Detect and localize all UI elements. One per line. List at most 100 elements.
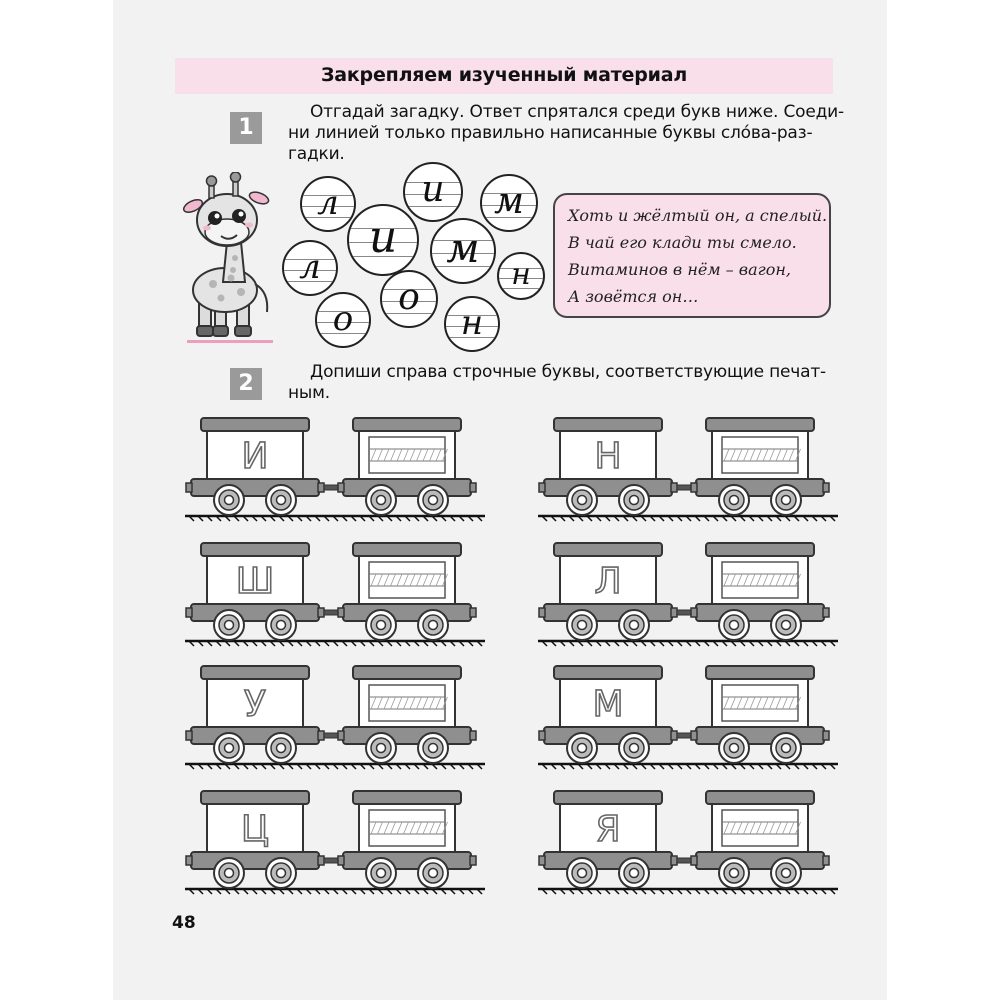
circle-letter: м [494, 180, 524, 222]
wagon-chassis [695, 478, 825, 497]
wagon-chassis [543, 603, 673, 622]
letter-circle[interactable]: о [380, 270, 438, 328]
wheel [566, 857, 598, 889]
guide-line [317, 310, 369, 312]
letter-circle[interactable]: л [300, 176, 356, 232]
wheel [618, 857, 650, 889]
letter-circle[interactable]: н [444, 296, 500, 352]
page-number: 48 [172, 913, 196, 933]
writing-panel[interactable] [721, 684, 801, 722]
letter-circle[interactable]: м [430, 218, 496, 284]
wagon-roof [705, 790, 815, 805]
task2-line-1: Допиши справа строчные буквы, соответств… [310, 362, 826, 382]
guide-line [349, 227, 417, 229]
wagon-chassis [543, 726, 673, 745]
wagon-chassis [190, 851, 320, 870]
wagon-roof [352, 542, 462, 557]
wheel [365, 857, 397, 889]
guide-line [482, 205, 536, 206]
writing-panel[interactable] [368, 684, 448, 722]
wagon-roof [200, 417, 310, 432]
guide-line [284, 258, 336, 260]
wheel [417, 609, 449, 641]
letter-circle[interactable]: и [403, 162, 463, 222]
wagon-body [206, 803, 304, 853]
wheel [718, 732, 750, 764]
wagon-roof [705, 665, 815, 680]
guide-line [302, 206, 354, 207]
header-bar [175, 58, 833, 94]
wheel [417, 484, 449, 516]
writing-panel[interactable] [721, 561, 801, 599]
wheel [265, 857, 297, 889]
task1-line-1: Отгадай загадку. Ответ спрятался среди б… [310, 102, 844, 122]
wheel [770, 484, 802, 516]
circle-letter: л [317, 182, 339, 223]
wagon-body [206, 555, 304, 605]
wheel [566, 732, 598, 764]
wagon-roof [352, 665, 462, 680]
circle-letter: о [332, 298, 354, 339]
writing-panel[interactable] [368, 561, 448, 599]
wagon-roof [352, 417, 462, 432]
wheel [417, 857, 449, 889]
task1-number-badge: 1 [230, 112, 262, 144]
wheel [365, 609, 397, 641]
wagon-roof [200, 790, 310, 805]
riddle-line-2: В чай его клади ты смело. [568, 233, 797, 252]
circle-letter: о [398, 276, 420, 318]
printed-letter: Ц [241, 809, 269, 850]
guide-line [405, 194, 461, 195]
printed-letter: М [592, 684, 623, 725]
wagon-roof [200, 665, 310, 680]
letter-circle[interactable]: о [315, 292, 371, 348]
wagon-roof [553, 790, 663, 805]
guide-line [317, 322, 369, 323]
wheel [213, 484, 245, 516]
guide-line [284, 281, 336, 283]
guide-line [349, 242, 417, 243]
wheel [770, 609, 802, 641]
train: И [185, 412, 485, 524]
wagon-chassis [342, 726, 472, 745]
printed-letter: У [244, 684, 266, 725]
guide-line [302, 217, 354, 219]
circle-letter: и [421, 169, 445, 211]
guide-line [284, 270, 336, 271]
circle-letter: н [511, 257, 531, 293]
wheel [618, 732, 650, 764]
writing-panel[interactable] [368, 809, 448, 847]
guide-line [302, 194, 354, 196]
wheel [718, 609, 750, 641]
wagon-chassis [190, 603, 320, 622]
wagon-chassis [190, 478, 320, 497]
guide-line [382, 289, 436, 291]
guide-line [482, 193, 536, 195]
writing-panel[interactable] [721, 809, 801, 847]
task2-line-2: ным. [288, 383, 330, 403]
letter-circle[interactable]: л [282, 240, 338, 296]
writing-panel[interactable] [368, 436, 448, 474]
printed-letter: Я [595, 809, 620, 850]
wagon-roof [553, 542, 663, 557]
wheel [566, 484, 598, 516]
wheel [265, 732, 297, 764]
train: Л [538, 537, 838, 649]
guide-line [405, 206, 461, 207]
guide-line [432, 239, 494, 241]
wheel [770, 857, 802, 889]
circle-letter: л [299, 246, 321, 287]
riddle-line-4: А зовётся он… [568, 287, 699, 306]
wagon-body [559, 430, 657, 480]
letter-circle[interactable]: н [497, 252, 545, 300]
letter-circle[interactable]: и [347, 204, 419, 276]
wagon-roof [352, 790, 462, 805]
guide-line [482, 216, 536, 218]
guide-line [432, 266, 494, 268]
train: Ш [185, 537, 485, 649]
train: У [185, 660, 485, 772]
wagon-body [559, 803, 657, 853]
writing-panel[interactable] [721, 436, 801, 474]
letter-circle[interactable]: м [480, 174, 538, 232]
wagon-roof [705, 542, 815, 557]
